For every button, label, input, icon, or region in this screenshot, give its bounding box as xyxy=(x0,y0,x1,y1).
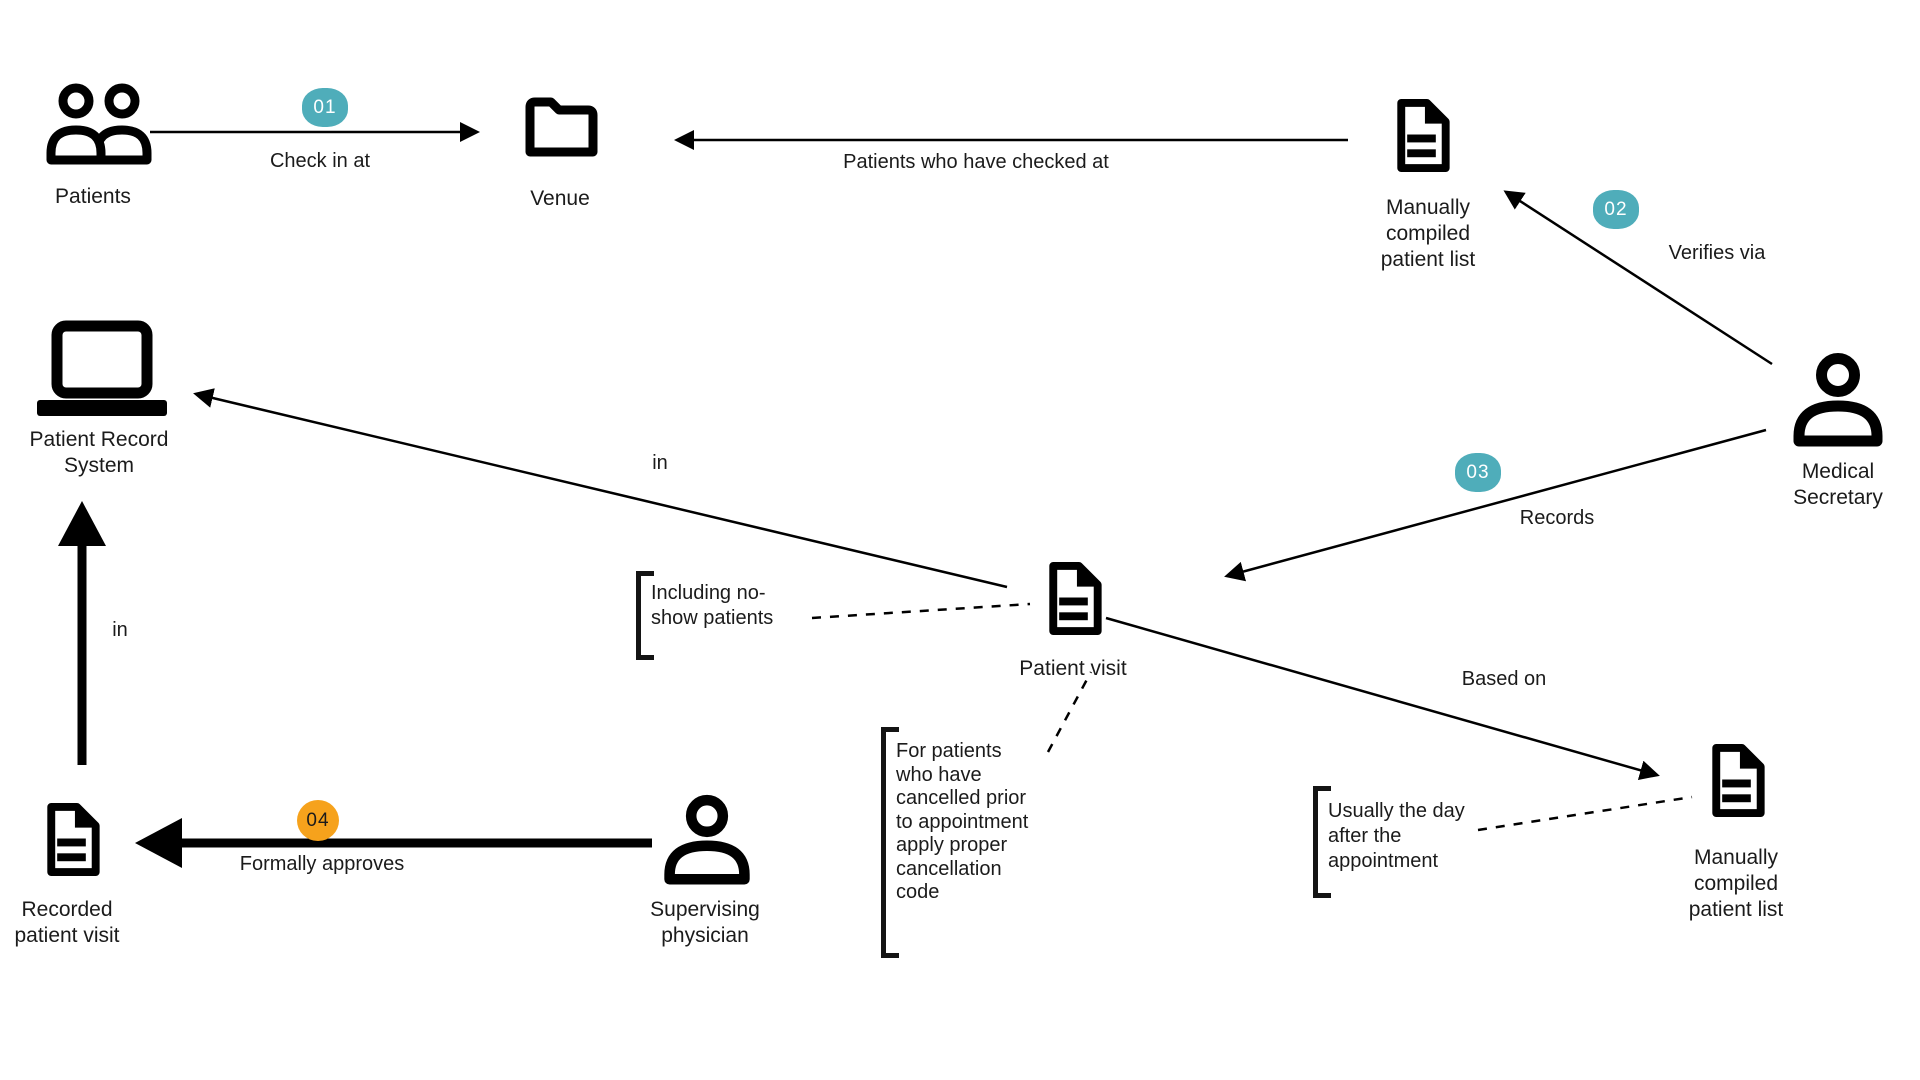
venue-folder-icon xyxy=(525,97,598,157)
annotation-day-after: Usually the day after the appointment xyxy=(1328,800,1465,872)
patient-record-system-icon xyxy=(37,320,167,416)
dashed-link-cancellation xyxy=(1046,671,1093,753)
manual-list-bottom-document-icon xyxy=(1712,743,1765,818)
arrow-visit-in-system xyxy=(193,388,1008,589)
node-label-venue: Venue xyxy=(530,187,590,210)
edge-label-patients-checked: Patients who have checked at xyxy=(843,151,1109,173)
medical-secretary-icon xyxy=(1793,353,1883,447)
step-badge-04: 04 xyxy=(297,800,339,841)
node-label-patients: Patients xyxy=(55,185,131,208)
arrow-records xyxy=(1224,428,1767,582)
no-show-bracket xyxy=(636,571,654,660)
edge-label-check-in-at: Check in at xyxy=(269,150,371,172)
edge-label-in-visit: in xyxy=(652,452,668,474)
step-badge-01: 01 xyxy=(302,88,348,127)
step-badge-02: 02 xyxy=(1593,190,1639,229)
node-label-patient-visit: Patient visit xyxy=(1019,657,1127,680)
annotation-no-show: Including no- show patients xyxy=(651,582,774,629)
dashed-link-day-after xyxy=(1477,795,1693,832)
cancellation-bracket xyxy=(881,727,899,958)
annotation-cancellation: For patients who have cancelled prior to… xyxy=(896,740,1029,903)
node-label-patient-record-system: Patient Record System xyxy=(29,428,169,477)
day-after-bracket xyxy=(1313,786,1331,898)
edge-label-records: Records xyxy=(1519,507,1595,529)
node-label-manual-list-bottom: Manually compiled patient list xyxy=(1688,846,1784,921)
step-badge-03: 03 xyxy=(1455,453,1501,492)
dashed-link-no-show xyxy=(811,602,1031,620)
edge-label-based-on: Based on xyxy=(1461,668,1547,690)
patient-visit-document-icon xyxy=(1049,561,1102,636)
recorded-patient-visit-document-icon xyxy=(47,802,100,877)
thick-arrowhead-left xyxy=(135,818,182,868)
manual-list-top-document-icon xyxy=(1397,98,1450,173)
patients-icon xyxy=(46,83,152,165)
node-label-manual-list-top: Manually compiled patient list xyxy=(1380,196,1476,271)
supervising-physician-icon xyxy=(664,794,750,885)
edge-label-formally-approves: Formally approves xyxy=(239,853,405,875)
thick-arrowhead-up xyxy=(58,501,106,546)
node-label-medical-secretary: Medical Secretary xyxy=(1793,460,1883,509)
node-label-supervising-physician: Supervising physician xyxy=(650,898,760,947)
arrow-based-on xyxy=(1105,616,1660,780)
edge-label-verifies-via: Verifies via xyxy=(1668,242,1766,264)
node-label-recorded-patient-visit: Recorded patient visit xyxy=(14,898,120,947)
edge-label-in-recorded: in xyxy=(112,619,128,641)
arrow-verifies-via xyxy=(1503,190,1773,366)
